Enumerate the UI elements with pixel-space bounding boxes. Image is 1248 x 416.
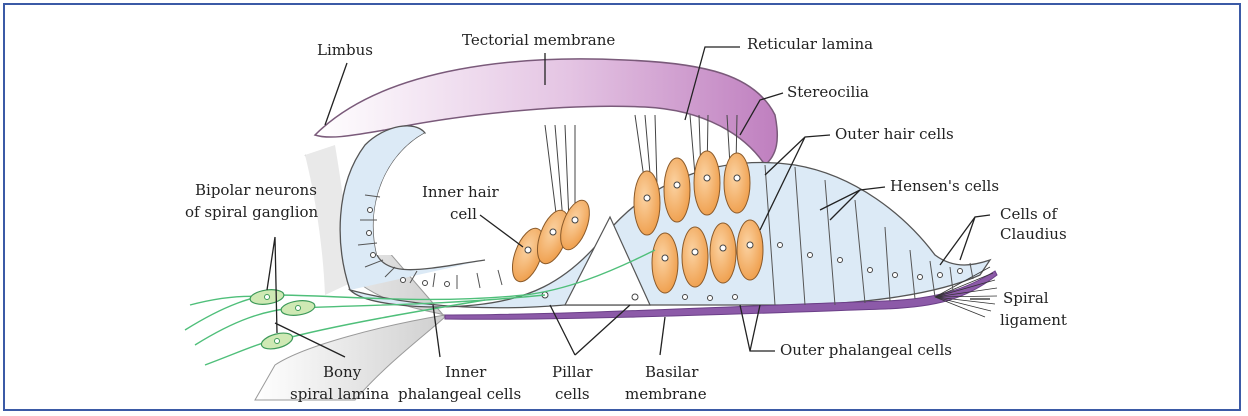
label-tectorial-membrane: Tectorial membrane <box>462 31 615 49</box>
label-hensens-cells: Hensen's cells <box>890 177 999 195</box>
label-limbus: Limbus <box>317 41 373 59</box>
label-bipolar-neurons-line1: Bipolar neurons <box>195 181 317 199</box>
label-bipolar-neurons-line2: of spiral ganglion <box>185 203 319 221</box>
label-inner-phalangeal-cells-line1: Inner <box>445 363 487 381</box>
label-basilar-membrane-line1: Basilar <box>645 363 699 381</box>
label-stereocilia: Stereocilia <box>787 83 869 101</box>
label-spiral-ligament-line2: ligament <box>1000 311 1067 329</box>
label-spiral-ligament-line1: Spiral <box>1003 289 1049 307</box>
bipolar-neuron-bodies <box>249 288 316 352</box>
label-inner-phalangeal-cells-line2: phalangeal cells <box>398 385 521 403</box>
label-cells-of-claudius-line2: Claudius <box>1000 225 1067 243</box>
label-pillar-cells-line1: Pillar <box>552 363 593 381</box>
organ-of-corti-diagram: Limbus Tectorial membrane Reticular lami… <box>5 5 1239 409</box>
label-outer-phalangeal-cells: Outer phalangeal cells <box>780 341 952 359</box>
label-basilar-membrane-line2: membrane <box>625 385 707 403</box>
label-inner-hair-cell-line2: cell <box>450 205 477 223</box>
label-reticular-lamina: Reticular lamina <box>747 35 873 53</box>
label-cells-of-claudius-line1: Cells of <box>1000 205 1058 223</box>
label-inner-hair-cell-line1: Inner hair <box>422 183 499 201</box>
label-pillar-cells-line2: cells <box>555 385 590 403</box>
label-bony-spiral-lamina-line1: Bony <box>323 363 362 381</box>
figure-frame: Limbus Tectorial membrane Reticular lami… <box>3 3 1241 411</box>
label-bony-spiral-lamina-line2: spiral lamina <box>290 385 389 403</box>
label-outer-hair-cells: Outer hair cells <box>835 125 954 143</box>
